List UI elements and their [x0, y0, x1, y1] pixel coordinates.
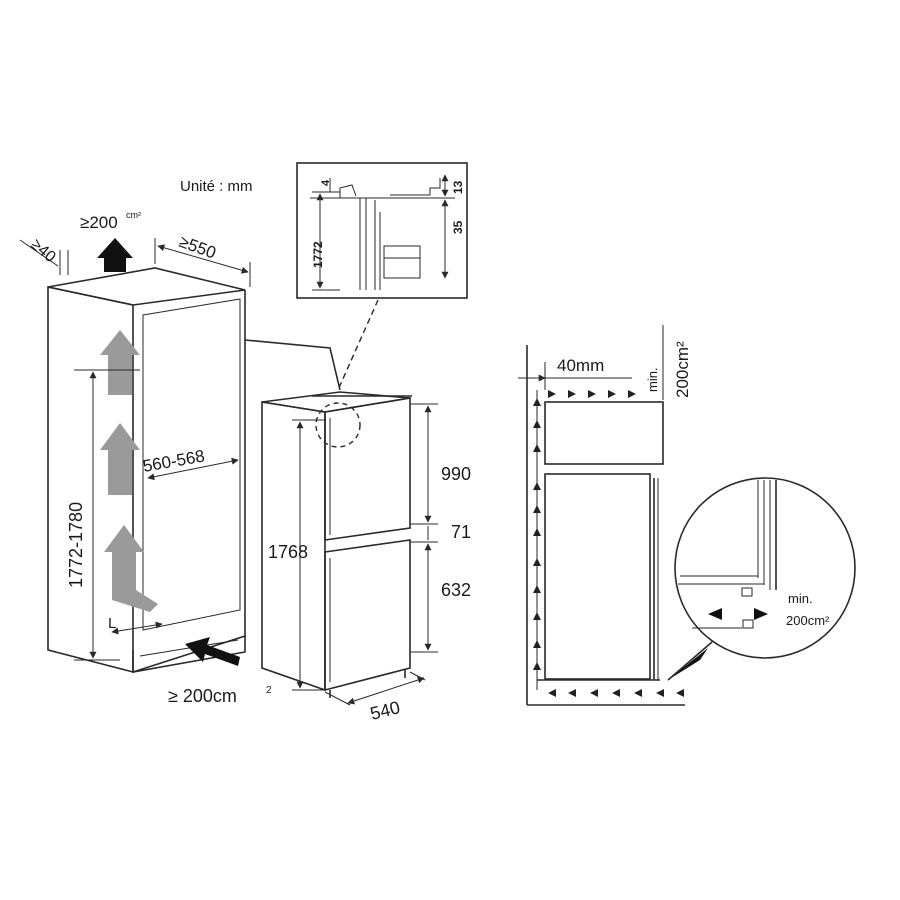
rear-airflow-arrows: [533, 398, 541, 670]
zoom-right-arrow-icon: [754, 608, 768, 620]
detail-callout-circle: [315, 402, 361, 448]
appliance-dimensions: [292, 403, 438, 706]
appliance-width-label: 540: [368, 697, 402, 724]
gap-label: 71: [451, 522, 471, 542]
side-vent-label: 200cm²: [673, 341, 692, 398]
top-vent-arrow-icon: [97, 238, 133, 272]
detail-right-top-label: 13: [451, 180, 465, 194]
top-vent-unit: cm²: [126, 210, 141, 220]
airflow-up-arrow-icon: [104, 525, 158, 612]
top-airflow-arrows: [548, 390, 636, 398]
depth-min-label: ≥550: [177, 232, 219, 263]
zoom-min-label: min.: [788, 591, 813, 606]
zoom-vent-label: 200cm²: [786, 613, 830, 628]
bottom-vent-arrow-icon: [185, 637, 240, 666]
lower-door-label: 632: [441, 580, 471, 600]
detail-leader-line: [337, 299, 379, 391]
zoom-left-arrow-icon: [708, 608, 722, 620]
side-gap-label: 40mm: [557, 356, 604, 375]
side-view: [518, 325, 685, 706]
bottom-vent-label: ≥ 200cm: [168, 686, 237, 706]
niche-to-appliance-outline: [244, 339, 341, 391]
height-range-label: 1772-1780: [66, 502, 86, 588]
detail-right-mid-label: 35: [451, 220, 465, 234]
airflow-up-arrow-icon: [100, 330, 140, 395]
top-vent-label: ≥200: [80, 213, 118, 232]
bottom-vent-exp: 2: [266, 685, 272, 696]
zoom-detail: [674, 477, 856, 659]
side-min-label: min.: [645, 367, 660, 392]
appliance-height-label: 1768: [268, 542, 308, 562]
airflow-up-arrow-icon: [100, 423, 140, 495]
detail-top-label: 4: [320, 179, 332, 186]
bottom-airflow-arrows: [548, 689, 684, 697]
cabinet-height-dimension: [74, 369, 140, 661]
detail-height-label: 1772: [311, 241, 325, 268]
width-dimension-line: [147, 457, 239, 481]
units-label: Unité : mm: [180, 178, 253, 195]
plinth-marker-label: L: [108, 615, 116, 632]
detail-inset: [296, 162, 468, 299]
upper-door-label: 990: [441, 464, 471, 484]
cabinet-top-dimensions: [19, 238, 251, 287]
cabinet-niche: [47, 238, 246, 674]
width-range-label: 560-568: [141, 446, 206, 476]
top-clearance-label: ≥40: [27, 236, 58, 266]
